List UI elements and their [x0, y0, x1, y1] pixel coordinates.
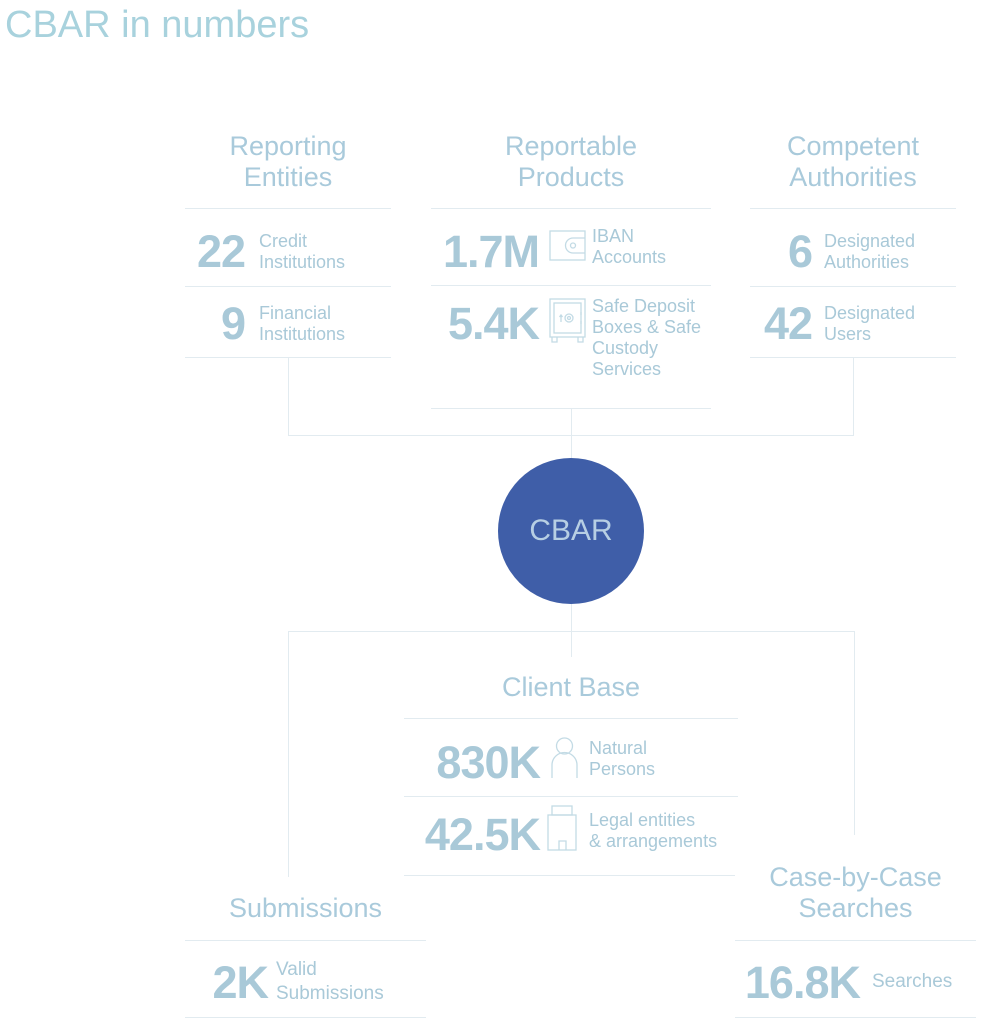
divider: [750, 208, 956, 209]
legal-entities-label: Legal entities& arrangements: [589, 810, 718, 851]
divider: [404, 796, 738, 797]
wallet-icon: [549, 230, 586, 261]
iban-accounts-value: 1.7M: [442, 226, 540, 277]
connector: [571, 604, 572, 657]
divider: [185, 940, 426, 941]
divider: [431, 208, 711, 209]
person-icon: [551, 737, 578, 778]
heading-line: Authorities: [789, 162, 917, 192]
reporting-entities-heading: Reporting Entities: [185, 131, 391, 193]
searches-label: Searches: [872, 971, 953, 992]
connector: [853, 357, 854, 435]
safe-deposit-value: 5.4K: [447, 298, 540, 349]
page-title: CBAR in numbers: [5, 4, 310, 46]
building-icon: [547, 805, 577, 851]
valid-submissions-value: 2K: [212, 957, 269, 1008]
heading-line: Reporting: [229, 131, 347, 161]
divider: [404, 718, 738, 719]
searches-heading: Case-by-Case Searches: [735, 862, 976, 924]
client-base-heading: Client Base: [404, 672, 738, 703]
divider: [185, 286, 391, 287]
divider: [431, 408, 711, 409]
legal-entities-value: 42.5K: [424, 809, 541, 860]
connector: [854, 631, 855, 835]
heading-line: Case-by-Case: [769, 862, 942, 892]
safe-icon: [549, 298, 586, 343]
divider: [750, 286, 956, 287]
heading-line: Searches: [798, 893, 913, 923]
heading-line: Entities: [243, 162, 333, 192]
submissions-heading: Submissions: [185, 893, 426, 924]
divider: [185, 1017, 426, 1018]
connector: [571, 408, 572, 458]
divider: [735, 1017, 976, 1018]
connector: [288, 357, 289, 435]
natural-persons-value: 830K: [436, 737, 541, 788]
cbar-node: CBAR: [498, 458, 644, 604]
heading-line: Competent: [786, 131, 920, 161]
divider: [431, 285, 711, 286]
divider: [735, 940, 976, 941]
reportable-products-heading: Reportable Products: [431, 131, 711, 193]
divider: [185, 208, 391, 209]
divider: [404, 875, 738, 876]
credit-institutions-value: 22: [196, 226, 246, 277]
divider: [185, 357, 391, 358]
heading-line: Reportable: [504, 131, 638, 161]
competent-authorities-heading: Competent Authorities: [750, 131, 956, 193]
heading-line: Products: [517, 162, 625, 192]
divider: [750, 357, 956, 358]
connector: [288, 631, 289, 877]
searches-value: 16.8K: [744, 957, 861, 1008]
designated-authorities-value: 6: [787, 226, 813, 277]
financial-institutions-value: 9: [220, 298, 246, 349]
designated-users-value: 42: [763, 298, 813, 349]
